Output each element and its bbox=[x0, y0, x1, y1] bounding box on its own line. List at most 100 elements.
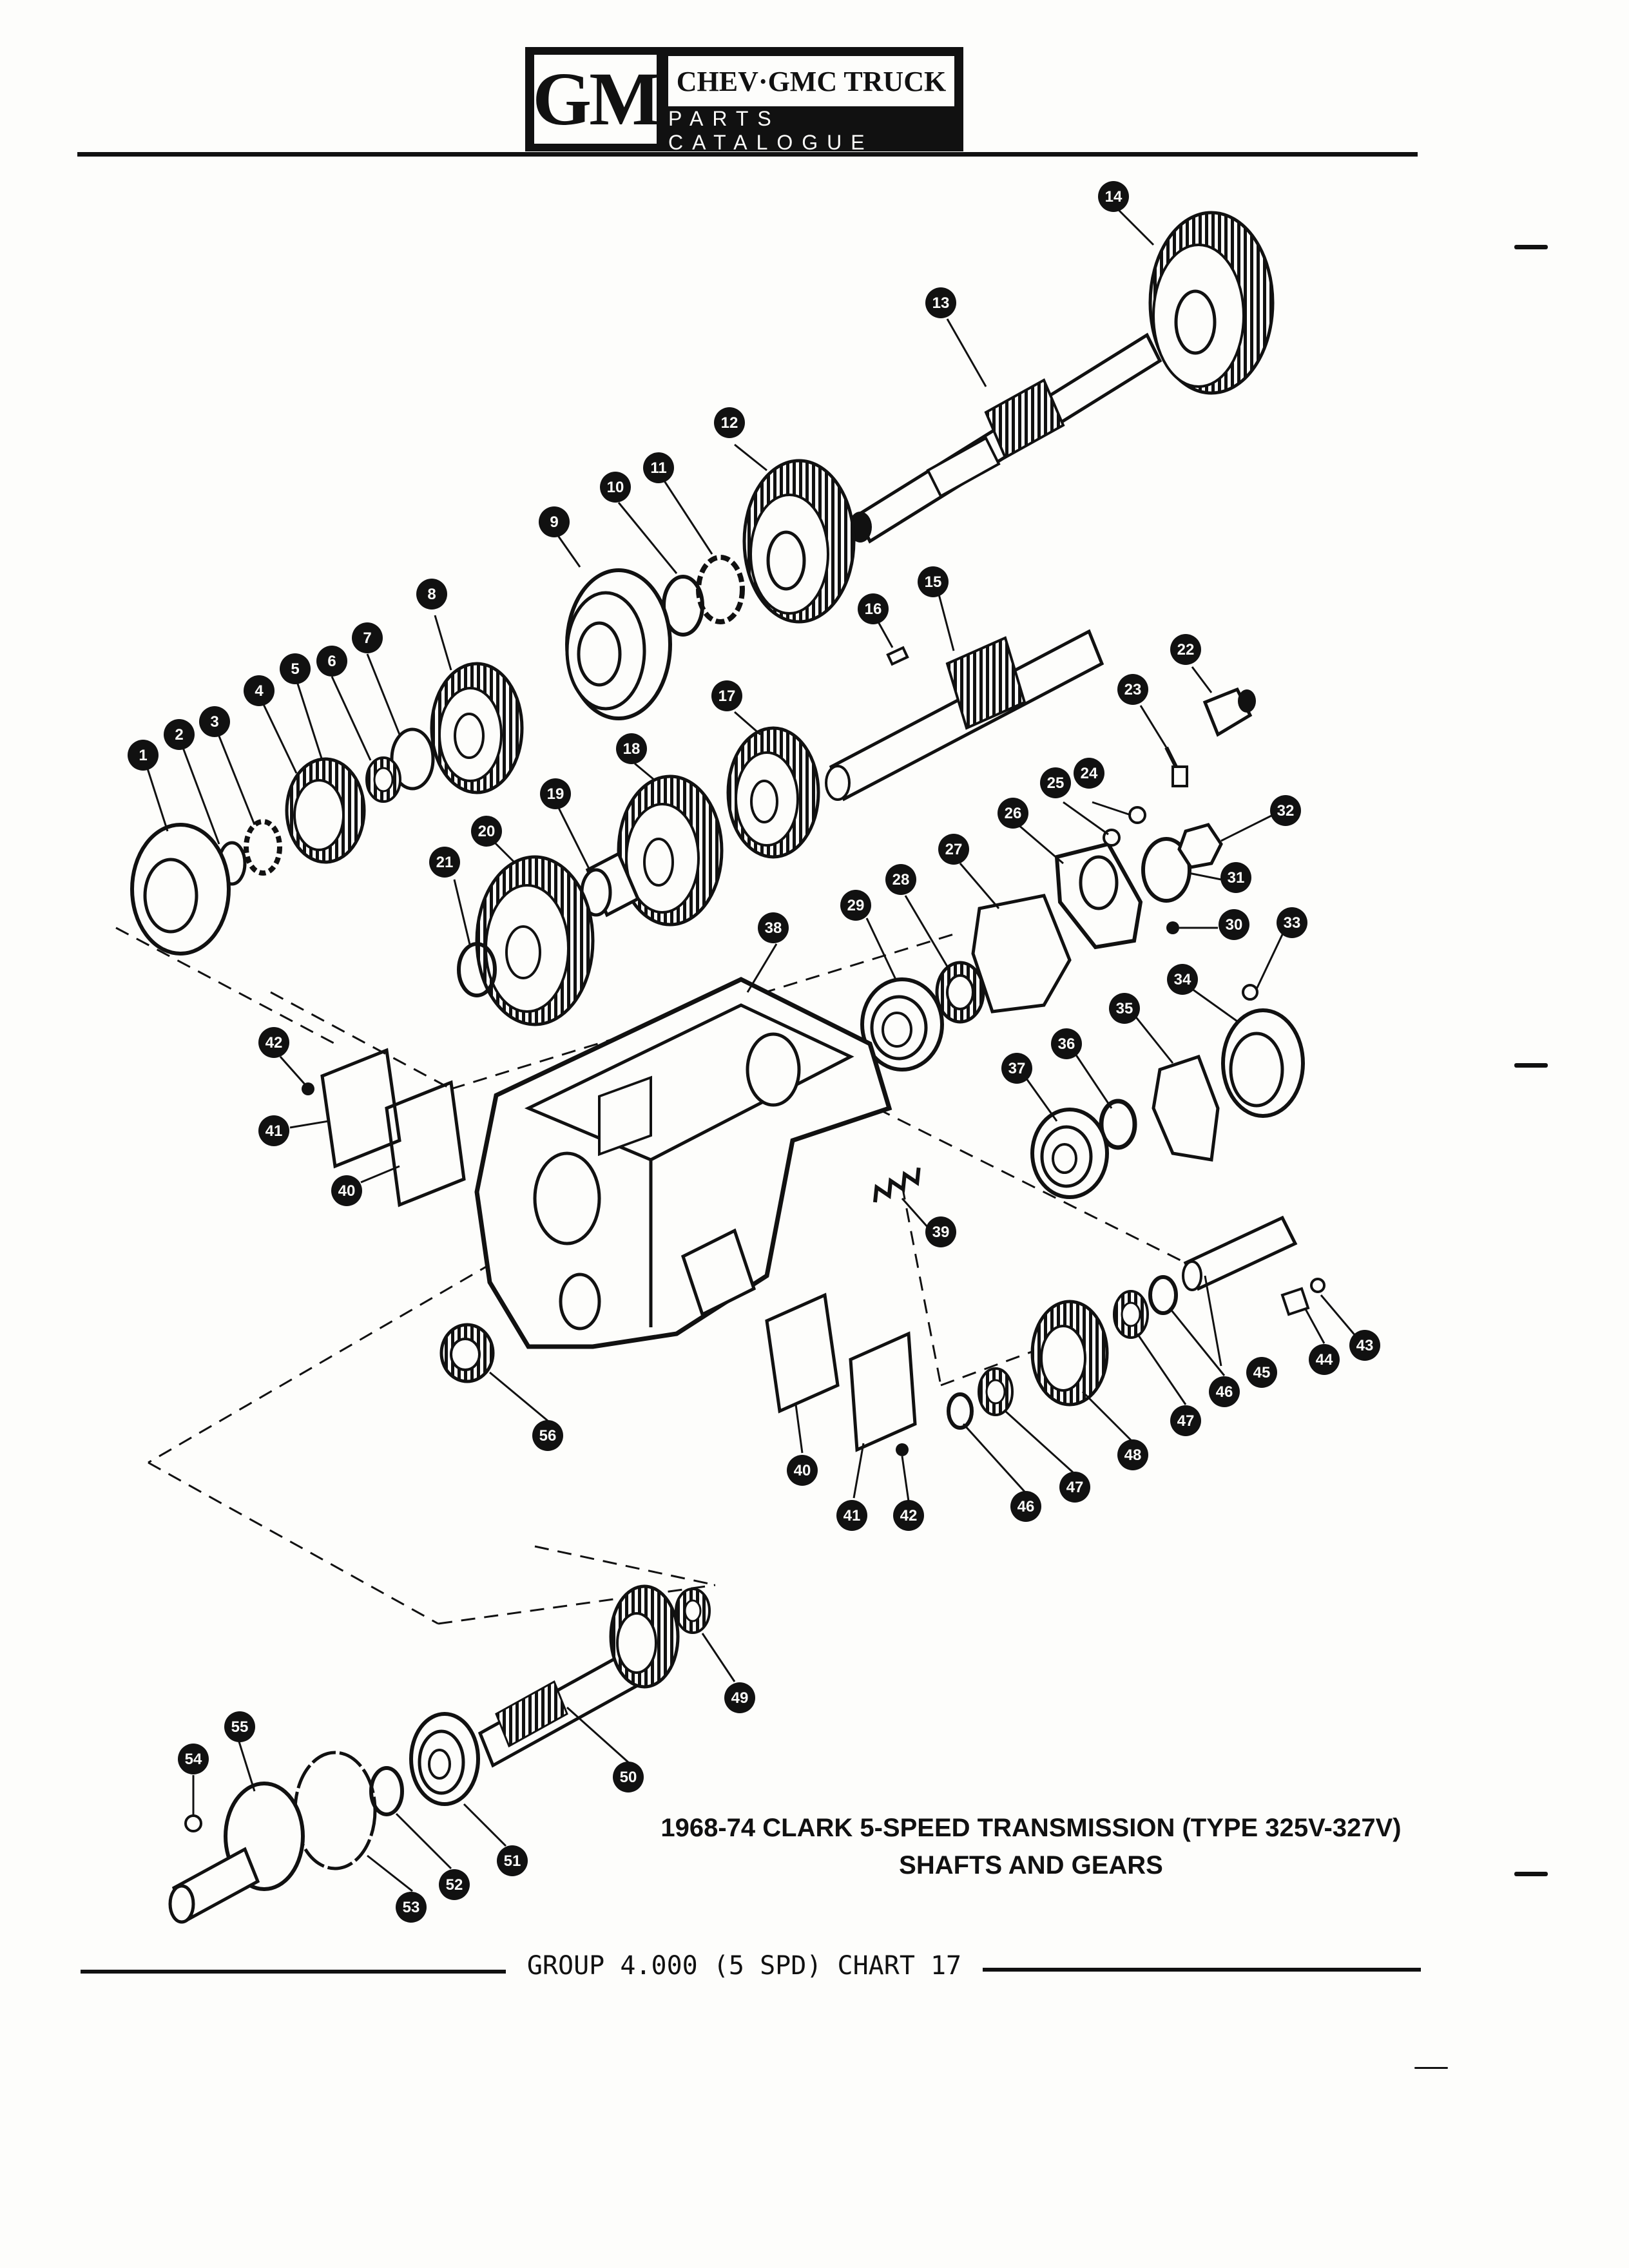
svg-text:2: 2 bbox=[175, 726, 183, 744]
callout-11: 11 bbox=[643, 452, 674, 483]
synchronizer-9 bbox=[565, 568, 672, 720]
callout-56: 56 bbox=[532, 1420, 563, 1451]
callout-52: 52 bbox=[439, 1869, 470, 1900]
edge-mark bbox=[1514, 1872, 1548, 1876]
svg-text:17: 17 bbox=[718, 687, 736, 705]
gasket-41-upper bbox=[320, 1048, 401, 1169]
callout-46-right: 46 bbox=[1209, 1376, 1240, 1407]
callout-37: 37 bbox=[1001, 1053, 1032, 1084]
callout-10: 10 bbox=[600, 472, 631, 503]
callout-49: 49 bbox=[724, 1682, 755, 1713]
svg-text:8: 8 bbox=[427, 586, 436, 603]
callout-46-left: 46 bbox=[1010, 1491, 1041, 1522]
callout-53: 53 bbox=[396, 1892, 427, 1923]
callout-48: 48 bbox=[1117, 1439, 1148, 1470]
svg-text:37: 37 bbox=[1008, 1060, 1026, 1077]
bearing-56 bbox=[439, 1323, 495, 1383]
svg-text:4: 4 bbox=[255, 682, 264, 700]
callout-47-left: 47 bbox=[1059, 1472, 1090, 1503]
svg-text:48: 48 bbox=[1124, 1446, 1142, 1464]
svg-text:20: 20 bbox=[478, 823, 496, 840]
callouts: 1 2 3 4 5 6 7 8 9 10 11 12 13 14 15 16 1… bbox=[128, 181, 1380, 1923]
bolt-42-upper bbox=[302, 1082, 314, 1095]
diagram-caption: 1968-74 CLARK 5-SPEED TRANSMISSION (TYPE… bbox=[554, 1809, 1508, 1884]
bearing-retainer-1 bbox=[130, 823, 231, 956]
callout-31: 31 bbox=[1220, 862, 1251, 893]
callout-7: 7 bbox=[352, 622, 383, 653]
input-shaft-50 bbox=[477, 1584, 680, 1768]
idler-gear-48 bbox=[1030, 1300, 1109, 1407]
callout-16: 16 bbox=[858, 593, 889, 624]
bearing-29 bbox=[860, 977, 944, 1072]
snap-rings-10-11 bbox=[662, 555, 745, 637]
svg-text:16: 16 bbox=[865, 601, 882, 618]
callout-21: 21 bbox=[429, 847, 460, 878]
callout-5: 5 bbox=[280, 653, 311, 684]
logo-brand: GM bbox=[532, 55, 661, 144]
gasket-53 bbox=[293, 1751, 377, 1870]
callout-26: 26 bbox=[998, 798, 1028, 829]
svg-text:19: 19 bbox=[547, 785, 564, 803]
svg-text:32: 32 bbox=[1277, 802, 1295, 820]
callout-41-lower: 41 bbox=[836, 1500, 867, 1531]
svg-text:25: 25 bbox=[1047, 774, 1065, 792]
callout-51: 51 bbox=[497, 1845, 528, 1876]
shaft-45 bbox=[1182, 1215, 1298, 1291]
snap-ring-36 bbox=[1099, 1099, 1137, 1150]
callout-35: 35 bbox=[1109, 993, 1140, 1024]
gasket-40-lower bbox=[765, 1293, 840, 1414]
callout-38: 38 bbox=[758, 912, 789, 943]
snap-ring-3 bbox=[244, 819, 282, 876]
svg-text:14: 14 bbox=[1105, 188, 1123, 206]
gear-17 bbox=[726, 726, 820, 859]
bearing-28 bbox=[935, 961, 985, 1024]
caption-subtitle: SHAFTS AND GEARS bbox=[899, 1851, 1163, 1879]
callout-3: 3 bbox=[199, 706, 230, 737]
svg-text:11: 11 bbox=[650, 459, 666, 477]
callout-50: 50 bbox=[613, 1762, 644, 1792]
svg-text:18: 18 bbox=[623, 740, 641, 758]
gm-logo: GM CHEV·GMC TRUCK PARTS CATALOGUE bbox=[525, 47, 963, 154]
callout-20: 20 bbox=[471, 816, 502, 847]
svg-text:40: 40 bbox=[338, 1182, 356, 1200]
svg-text:38: 38 bbox=[765, 919, 782, 937]
footer-chart-reference: GROUP 4.000 (5 SPD) CHART 17 bbox=[526, 1951, 962, 1981]
snap-ring-21 bbox=[457, 942, 497, 997]
callout-30: 30 bbox=[1219, 909, 1249, 940]
washer-46-left bbox=[947, 1392, 974, 1430]
svg-text:55: 55 bbox=[231, 1718, 249, 1736]
svg-text:42: 42 bbox=[265, 1034, 283, 1052]
svg-text:15: 15 bbox=[925, 573, 942, 591]
gear-4 bbox=[285, 757, 366, 864]
svg-text:24: 24 bbox=[1081, 765, 1098, 782]
callout-40-upper: 40 bbox=[331, 1175, 362, 1206]
svg-text:6: 6 bbox=[327, 653, 336, 670]
bolt-43 bbox=[1310, 1278, 1325, 1293]
gasket-27 bbox=[971, 894, 1072, 1014]
svg-text:47: 47 bbox=[1066, 1479, 1084, 1496]
countershaft-15 bbox=[825, 629, 1104, 802]
svg-text:41: 41 bbox=[265, 1122, 283, 1140]
cover-34 bbox=[1221, 1008, 1305, 1118]
svg-text:29: 29 bbox=[847, 897, 865, 914]
spring-39 bbox=[872, 1168, 921, 1203]
svg-text:34: 34 bbox=[1174, 971, 1191, 988]
svg-text:10: 10 bbox=[607, 479, 624, 496]
svg-text:9: 9 bbox=[550, 514, 558, 531]
callout-4: 4 bbox=[244, 675, 275, 706]
bolt-54 bbox=[184, 1814, 202, 1832]
callout-23: 23 bbox=[1117, 674, 1148, 705]
seal-31 bbox=[1141, 837, 1191, 903]
bearing-51 bbox=[409, 1712, 480, 1806]
callout-14: 14 bbox=[1098, 181, 1129, 212]
gear-20 bbox=[475, 855, 595, 1026]
callout-24: 24 bbox=[1074, 758, 1104, 789]
svg-text:23: 23 bbox=[1124, 681, 1142, 698]
svg-text:50: 50 bbox=[620, 1769, 637, 1786]
callout-12: 12 bbox=[714, 407, 745, 438]
callout-43: 43 bbox=[1349, 1330, 1380, 1361]
svg-text:46: 46 bbox=[1216, 1383, 1233, 1401]
bolt-33 bbox=[1242, 984, 1258, 1001]
gasket-35 bbox=[1152, 1054, 1220, 1162]
